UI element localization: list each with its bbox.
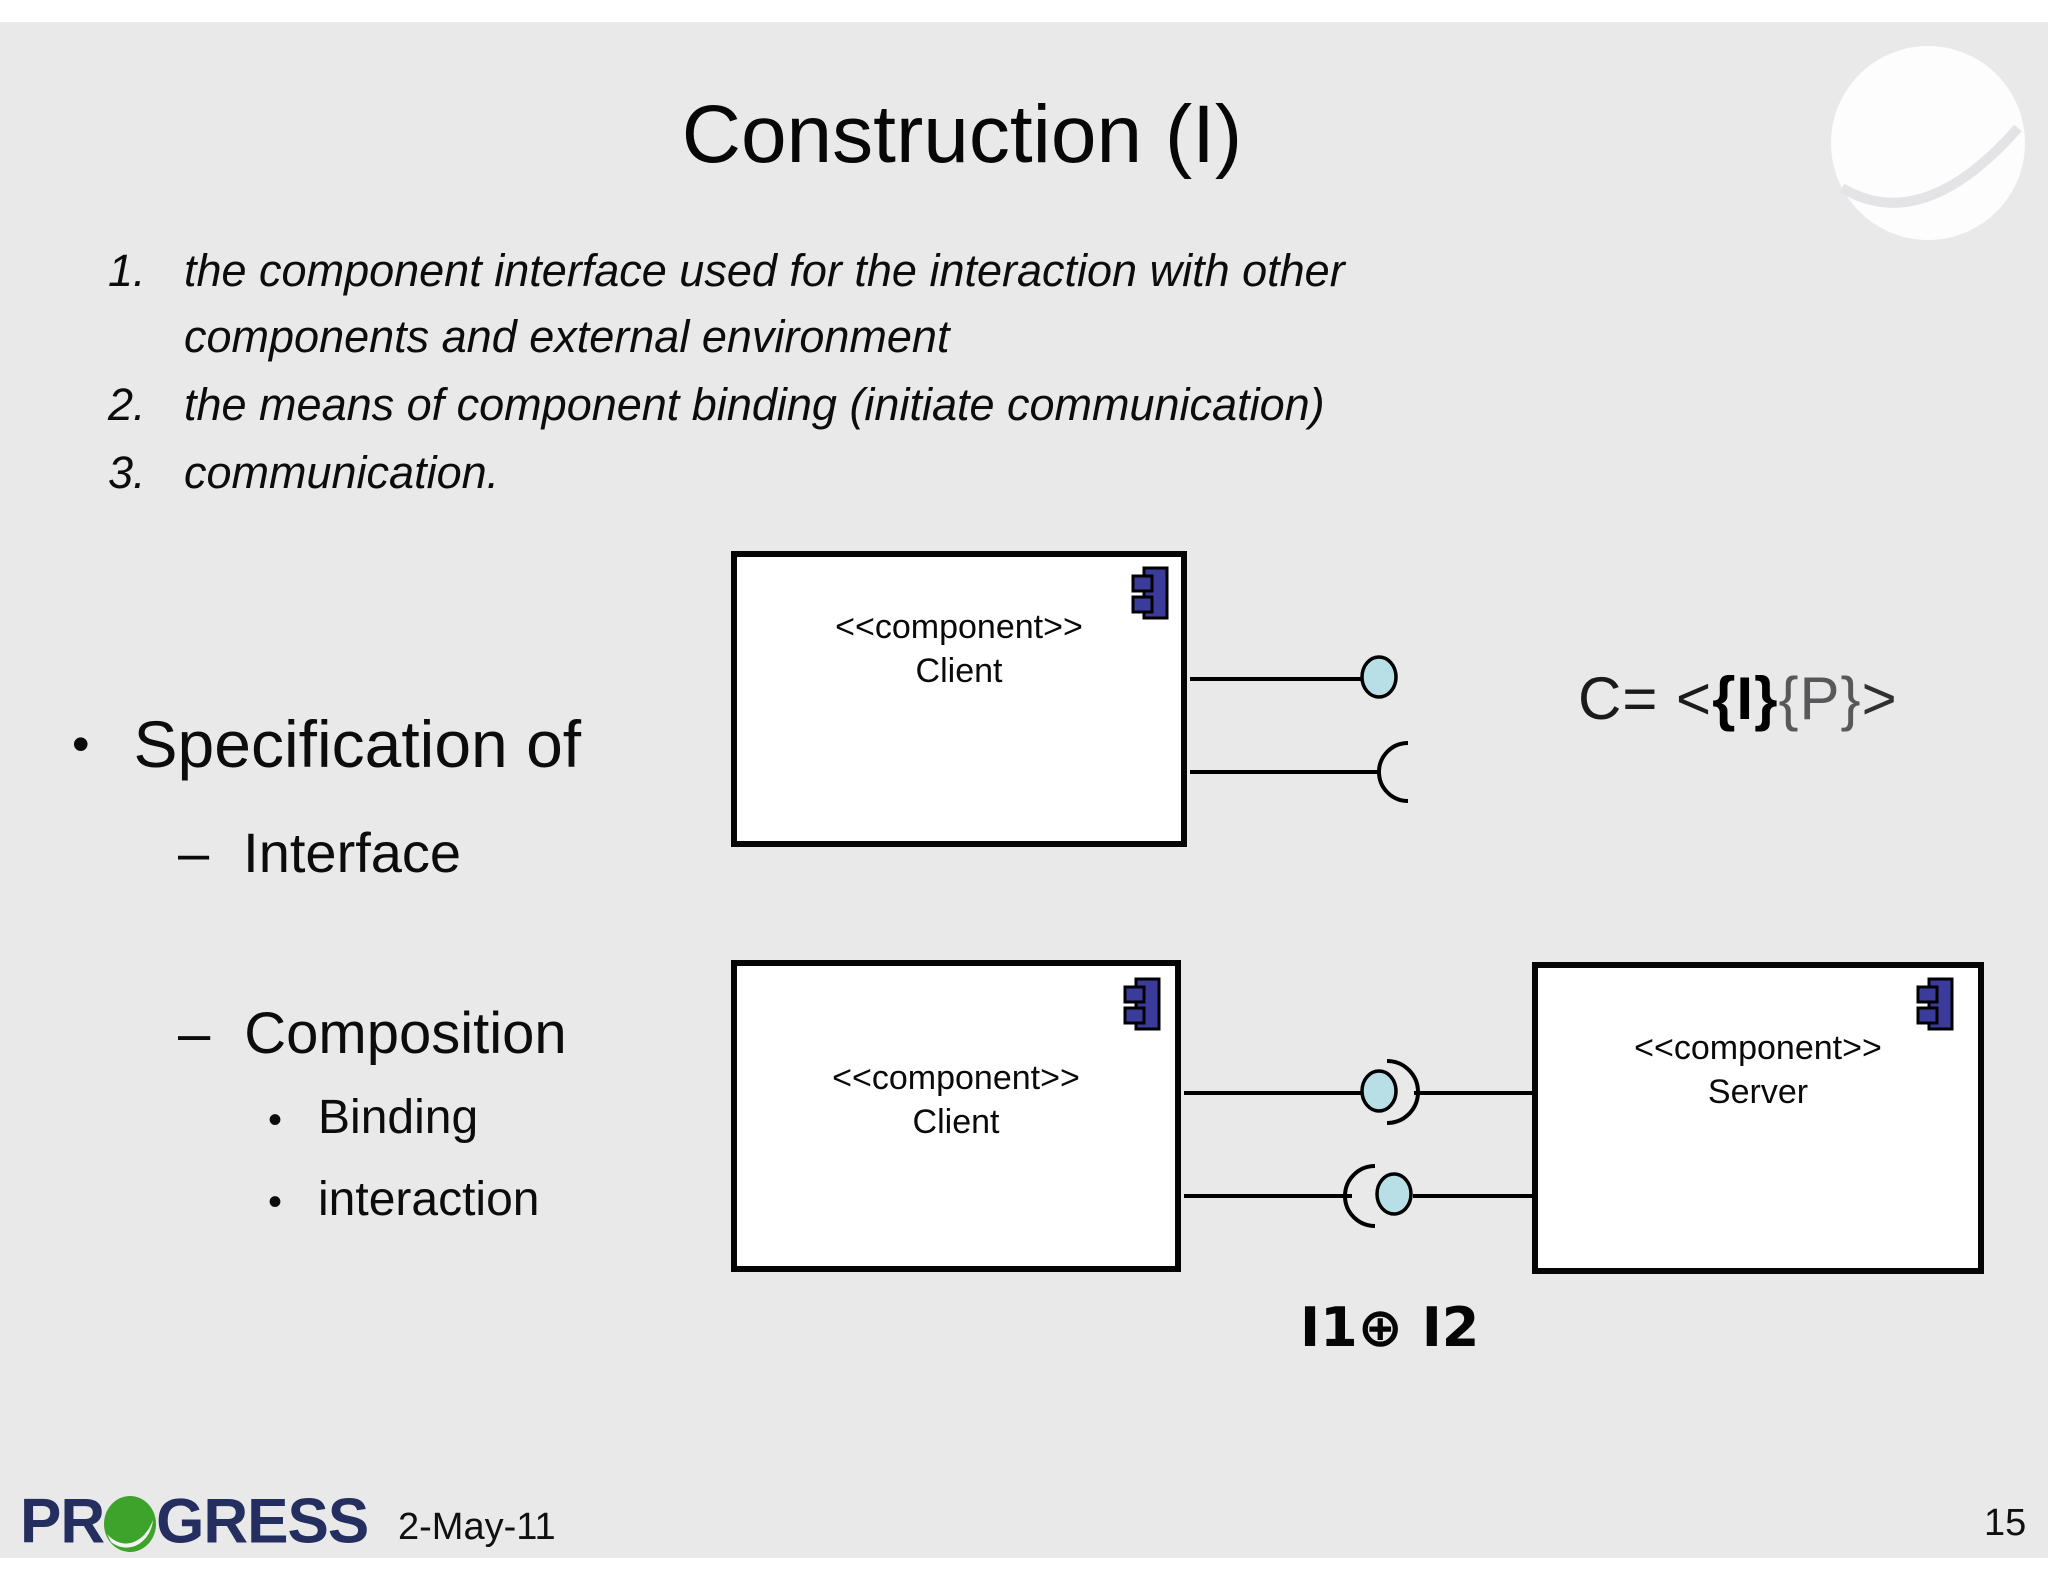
formula-interfaces: {I}: [1712, 665, 1779, 732]
logo-globe-icon: [104, 1495, 157, 1552]
component-label: <<component>> Client: [737, 1056, 1175, 1144]
list-number: 3.: [108, 447, 146, 498]
bottom-white-band: [0, 1558, 2048, 1582]
bullet-dot-icon: •: [268, 1098, 283, 1142]
formula-suffix: >: [1861, 665, 1898, 732]
component-box-client-top: <<component>> Client: [731, 551, 1187, 847]
sphere-icon: [1831, 46, 2025, 240]
formula-ports: {P}: [1778, 665, 1862, 732]
component-icon: [1123, 977, 1161, 1031]
bullet-text: Composition: [244, 1001, 567, 1066]
list-item-2: 2. the means of component binding (initi…: [108, 372, 1564, 438]
component-box-client-bottom: <<component>> Client: [731, 960, 1181, 1272]
bullet-text: Interface: [243, 821, 462, 884]
logo-text-pr: PR: [20, 1486, 105, 1557]
component-name: Client: [912, 1103, 1000, 1141]
sphere-logo: [1828, 40, 2028, 255]
progress-logo: PR GRESS: [20, 1486, 369, 1557]
component-stereotype: <<component>>: [835, 608, 1083, 646]
formula-prefix: C= <: [1578, 665, 1713, 732]
sub-bullet-interaction: • interaction: [268, 1172, 539, 1227]
dash-icon: –: [178, 1001, 211, 1066]
list-item-1: 1. the component interface used for the …: [108, 238, 1564, 370]
top-white-band: [0, 0, 2048, 22]
bullet-dot-icon: •: [72, 716, 90, 772]
bullet-dot-icon: •: [268, 1180, 283, 1224]
component-name: Client: [915, 652, 1003, 690]
list-text: communication.: [184, 447, 500, 498]
component-box-server: <<component>> Server: [1532, 962, 1984, 1274]
list-number: 2.: [108, 379, 146, 430]
list-number: 1.: [108, 245, 146, 296]
list-text: the means of component binding (initiate…: [184, 379, 1325, 430]
page-title: Construction (I): [681, 89, 1243, 180]
dash-icon: –: [178, 821, 210, 884]
list-text: the component interface used for the int…: [184, 245, 1345, 362]
bullet-text: interaction: [318, 1173, 540, 1226]
logo-text-gress: GRESS: [156, 1486, 369, 1557]
sub-bullet-binding: • Binding: [268, 1090, 478, 1145]
sub-bullet-interface: – Interface: [178, 820, 461, 885]
page-number: 15: [1984, 1502, 2027, 1544]
bullet-text: Binding: [318, 1091, 479, 1144]
list-item-3: 3. communication.: [108, 440, 1564, 506]
interface-sum-label: I1⊕ I2: [1300, 1296, 1480, 1359]
component-stereotype: <<component>>: [832, 1059, 1080, 1097]
component-label: <<component>> Server: [1538, 1026, 1978, 1114]
bullet-specification: • Specification of: [72, 706, 581, 782]
component-label: <<component>> Client: [737, 605, 1181, 693]
footer-date: 2-May-11: [398, 1506, 556, 1548]
component-stereotype: <<component>>: [1634, 1029, 1882, 1067]
component-name: Server: [1707, 1073, 1809, 1111]
sub-bullet-composition: – Composition: [178, 1000, 567, 1067]
component-formula: C= <{I}{P}>: [1578, 664, 1898, 733]
component-icon: [1916, 977, 1954, 1031]
component-icon: [1131, 566, 1169, 620]
bullet-text: Specification of: [133, 707, 582, 781]
